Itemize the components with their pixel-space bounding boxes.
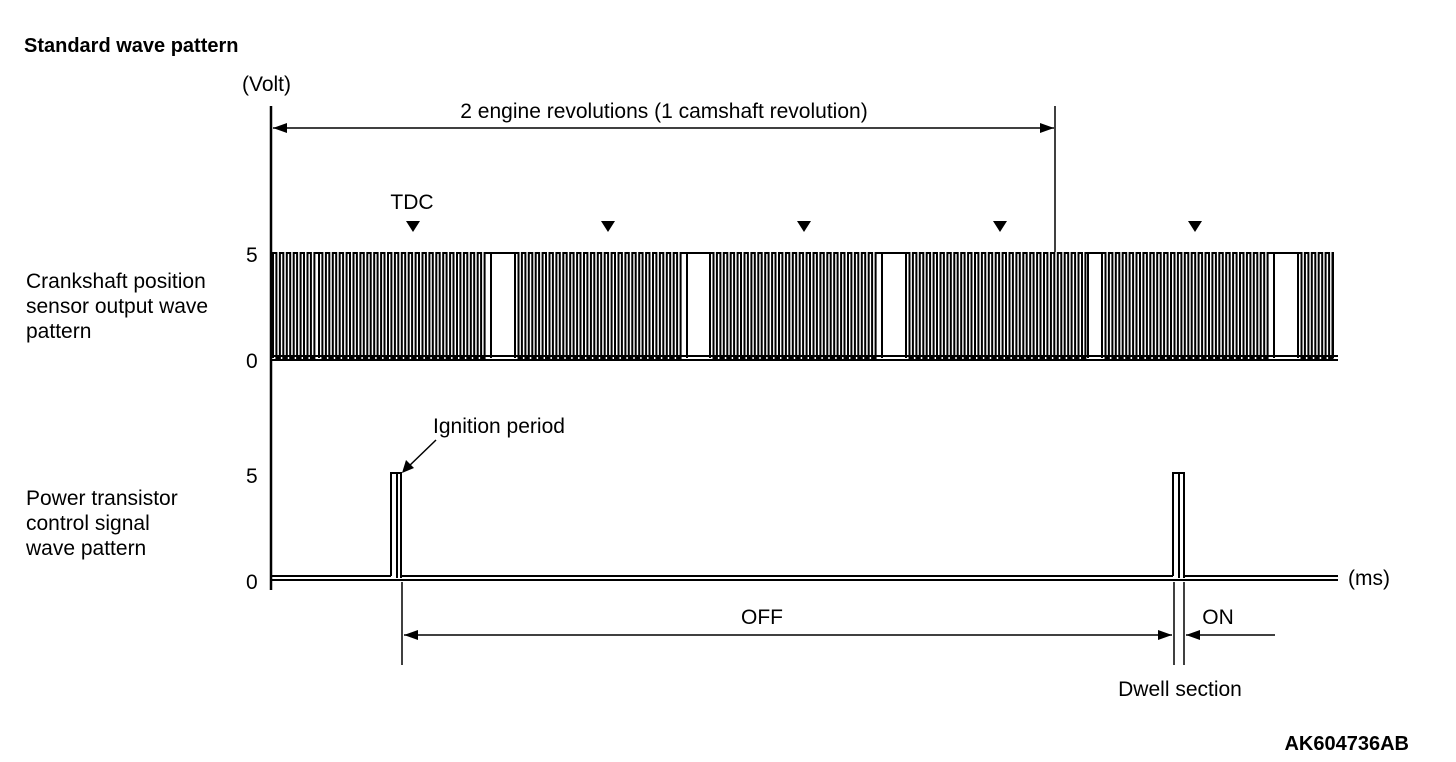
off-label: OFF [741, 606, 783, 629]
power-label-line-2: control signal [26, 512, 150, 535]
figure-code: AK604736AB [1284, 733, 1409, 755]
tdc-marker-5 [1188, 221, 1202, 232]
on-label: ON [1202, 606, 1234, 629]
power-label-line-3: wave pattern [25, 537, 146, 560]
ignition-pointer-line [406, 439, 437, 469]
y-axis-unit: (Volt) [242, 73, 291, 96]
off-arrow-right-head [1158, 630, 1172, 640]
crank-tick-5: 5 [246, 244, 258, 267]
power-signal-label: Power transistor control signal wave pat… [25, 487, 184, 560]
power-tick-0: 0 [246, 571, 258, 594]
power-tick-5: 5 [246, 465, 258, 488]
ignition-pointer-head [402, 460, 414, 473]
x-axis-unit: (ms) [1348, 567, 1390, 590]
on-arrow-head [1186, 630, 1200, 640]
crank-label-line-2: sensor output wave [26, 295, 208, 318]
span-arrow-right-head [1040, 123, 1054, 133]
power-label-line-1: Power transistor [26, 487, 178, 510]
ignition-period-label: Ignition period [433, 415, 565, 438]
diagram-title: Standard wave pattern [24, 35, 239, 57]
power-signal [271, 472, 1338, 581]
crank-label-line-3: pattern [26, 320, 91, 343]
dwell-section-label: Dwell section [1118, 678, 1242, 701]
tdc-markers [406, 221, 1202, 232]
tdc-marker-1 [406, 221, 420, 232]
crank-pulse-train [272, 252, 1334, 359]
crank-wave [272, 252, 1334, 359]
crank-label-line-1: Crankshaft position [26, 270, 206, 293]
off-arrow-left-head [404, 630, 418, 640]
tdc-marker-2 [601, 221, 615, 232]
tdc-marker-3 [797, 221, 811, 232]
crank-signal-label: Crankshaft position sensor output wave p… [26, 270, 214, 343]
span-arrow-left-head [273, 123, 287, 133]
span-label: 2 engine revolutions (1 camshaft revolut… [460, 100, 867, 123]
tdc-label: TDC [390, 191, 433, 214]
crank-tick-0: 0 [246, 350, 258, 373]
tdc-marker-4 [993, 221, 1007, 232]
